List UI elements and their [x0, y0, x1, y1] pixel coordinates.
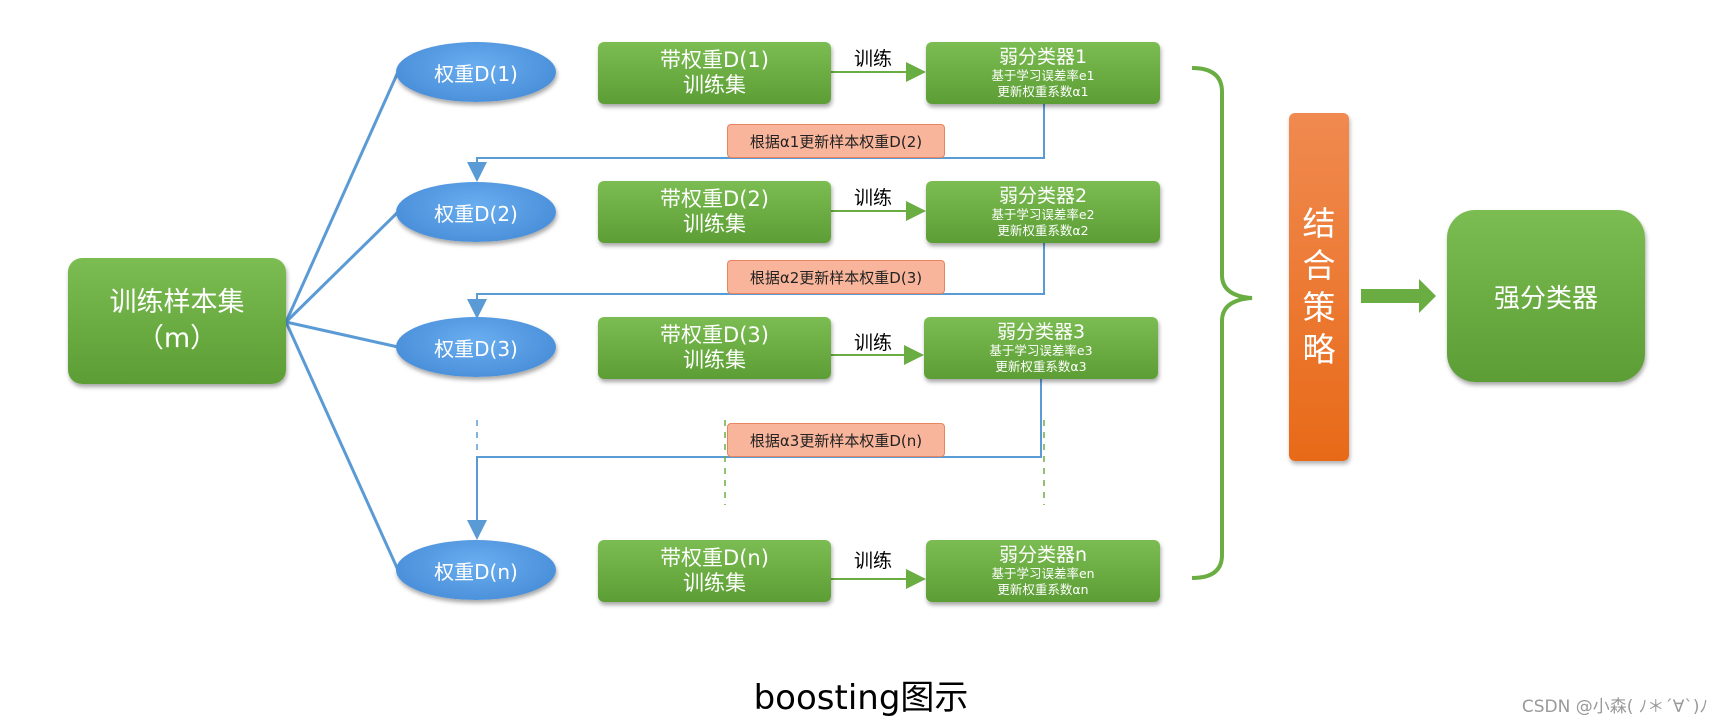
update-loops	[467, 103, 1045, 540]
clf-1-alpha: 更新权重系数α1	[997, 84, 1089, 99]
clf-2-title: 弱分类器2	[998, 185, 1088, 207]
clf-1-error: 基于学习误差率e1	[991, 68, 1095, 83]
train-label-3: 训练	[854, 332, 893, 354]
strategy-char-3: 策	[1302, 288, 1336, 327]
update-weight-label-1: 根据α1更新样本权重D(2)	[749, 132, 923, 151]
trainset-n-line2: 训练集	[683, 571, 746, 595]
update-weight-label-3: 根据α3更新样本权重D(n)	[749, 431, 923, 450]
clf-3-alpha: 更新权重系数α3	[995, 359, 1087, 374]
clf-n-error: 基于学习误差率en	[991, 566, 1095, 581]
root-line1: 训练样本集	[109, 287, 245, 318]
train-label-2: 训练	[854, 187, 893, 209]
update-weight-pill-1: 根据α1更新样本权重D(2)	[727, 124, 945, 158]
clf-n-alpha: 更新权重系数αn	[997, 582, 1089, 597]
weighted-trainset-1: 带权重D(1) 训练集	[598, 42, 831, 104]
root-connectors	[284, 71, 400, 571]
weighted-trainset-2: 带权重D(2) 训练集	[598, 181, 831, 243]
strategy-char-1: 结	[1302, 204, 1336, 243]
training-sample-set-box: 训练样本集 （m）	[68, 258, 286, 384]
combine-brace	[1191, 66, 1253, 580]
weight-label-2: 权重D(2)	[434, 201, 518, 226]
clf-2-error: 基于学习误差率e2	[991, 207, 1095, 222]
ellipsis-dashes	[476, 420, 1045, 505]
update-weight-pill-2: 根据α2更新样本权重D(3)	[727, 260, 945, 294]
weak-classifier-3: 弱分类器3 基于学习误差率e3 更新权重系数α3	[924, 317, 1158, 379]
trainset-1-line2: 训练集	[683, 73, 746, 97]
strategy-char-2: 合	[1302, 246, 1336, 285]
weight-ellipse-n: 权重D(n)	[396, 540, 556, 600]
update-weight-label-2: 根据α2更新样本权重D(3)	[749, 268, 923, 287]
clf-1-title: 弱分类器1	[998, 46, 1088, 68]
watermark: CSDN @小森( ﾉ＊´∀`)ﾉ	[1521, 697, 1708, 717]
train-arrows	[831, 62, 926, 589]
weight-label-n: 权重D(n)	[434, 559, 518, 584]
weight-ellipse-2: 权重D(2)	[396, 182, 556, 242]
weighted-trainset-n: 带权重D(n) 训练集	[598, 540, 831, 602]
clf-3-error: 基于学习误差率e3	[989, 343, 1093, 358]
clf-n-title: 弱分类器n	[998, 544, 1088, 566]
trainset-n-line1: 带权重D(n)	[660, 546, 769, 570]
train-label-n: 训练	[854, 550, 893, 572]
trainset-3-line1: 带权重D(3)	[660, 323, 769, 347]
trainset-3-line2: 训练集	[683, 348, 746, 372]
trainset-2-line1: 带权重D(2)	[660, 187, 769, 211]
weak-classifier-n: 弱分类器n 基于学习误差率en 更新权重系数αn	[926, 540, 1160, 602]
to-strong-arrow	[1361, 279, 1436, 313]
weighted-trainset-3: 带权重D(3) 训练集	[598, 317, 831, 379]
strong-classifier-box: 强分类器	[1447, 210, 1645, 382]
trainset-1-line1: 带权重D(1)	[660, 48, 769, 72]
strategy-char-4: 略	[1302, 330, 1336, 369]
weight-label-3: 权重D(3)	[434, 336, 518, 361]
weight-label-1: 权重D(1)	[434, 61, 518, 86]
weight-ellipse-1: 权重D(1)	[396, 42, 556, 102]
strong-classifier-label: 强分类器	[1493, 283, 1598, 314]
root-line2: （m）	[136, 323, 218, 354]
clf-3-title: 弱分类器3	[996, 321, 1086, 343]
diagram-caption: boosting图示	[753, 678, 969, 718]
weak-classifier-2: 弱分类器2 基于学习误差率e2 更新权重系数α2	[926, 181, 1160, 243]
weak-classifier-1: 弱分类器1 基于学习误差率e1 更新权重系数α1	[926, 42, 1160, 104]
train-label-1: 训练	[854, 48, 893, 70]
update-weight-pill-3: 根据α3更新样本权重D(n)	[727, 423, 945, 457]
weight-ellipse-3: 权重D(3)	[396, 317, 556, 377]
combination-strategy-box: 结 合 策 略	[1289, 113, 1349, 461]
clf-2-alpha: 更新权重系数α2	[997, 223, 1089, 238]
trainset-2-line2: 训练集	[683, 212, 746, 236]
